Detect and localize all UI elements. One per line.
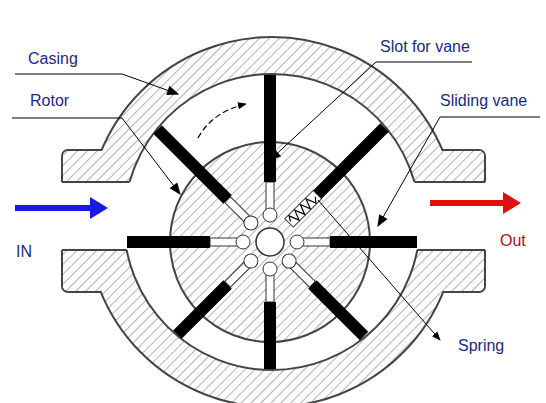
- vane-assembly: [127, 235, 250, 249]
- slot-hole: [290, 235, 304, 249]
- rotation-arrow: [198, 104, 246, 138]
- sliding-vane: [308, 280, 368, 340]
- inflow-arrowhead: [90, 197, 108, 219]
- port-wall: [417, 249, 485, 251]
- part-label: Out: [500, 232, 526, 250]
- slot-hole: [236, 235, 250, 249]
- vane-assembly: [279, 251, 369, 341]
- outlet-port: [405, 182, 487, 250]
- sliding-vane: [313, 123, 389, 199]
- sliding-vane: [264, 75, 276, 182]
- inflow-arrow: [15, 205, 92, 211]
- part-label: Slot for vane: [380, 38, 470, 56]
- port-wall: [62, 249, 127, 251]
- port-wall: [415, 181, 486, 183]
- slot-hole: [263, 262, 277, 276]
- part-label: Sliding vane: [440, 92, 527, 110]
- sliding-vane: [153, 125, 231, 203]
- rotor: [127, 75, 417, 369]
- part-label: Casing: [28, 50, 78, 68]
- vane-assembly: [172, 251, 260, 339]
- sliding-vane: [330, 236, 417, 248]
- leader-line: [378, 117, 540, 226]
- casing-bore: [124, 74, 420, 370]
- leader-line: [12, 118, 180, 194]
- slot-hole: [241, 213, 261, 233]
- outflow-arrowhead: [503, 192, 521, 214]
- rotor-hub: [256, 228, 284, 256]
- vane-assembly: [263, 262, 277, 369]
- slot-hole: [279, 251, 299, 271]
- port-wall: [62, 181, 130, 183]
- vane-assembly: [285, 123, 389, 227]
- outflow-arrow: [430, 200, 505, 206]
- sliding-vane: [264, 302, 276, 369]
- part-label: IN: [16, 243, 32, 261]
- sliding-vane: [127, 236, 210, 248]
- leader-line: [270, 62, 472, 160]
- vane-assembly: [263, 75, 277, 222]
- vane-assembly: [290, 235, 417, 249]
- casing-shell: [87, 37, 457, 403]
- leader-line: [15, 74, 178, 94]
- leader-line: [318, 200, 440, 340]
- sliding-vane: [173, 280, 232, 339]
- vane-slot: [285, 190, 322, 227]
- casing: [60, 37, 487, 403]
- slot-hole: [241, 251, 261, 271]
- part-label: Rotor: [30, 92, 69, 110]
- slot-hole: [263, 208, 277, 222]
- spring-symbol: [287, 193, 319, 225]
- part-label: Spring: [458, 337, 504, 355]
